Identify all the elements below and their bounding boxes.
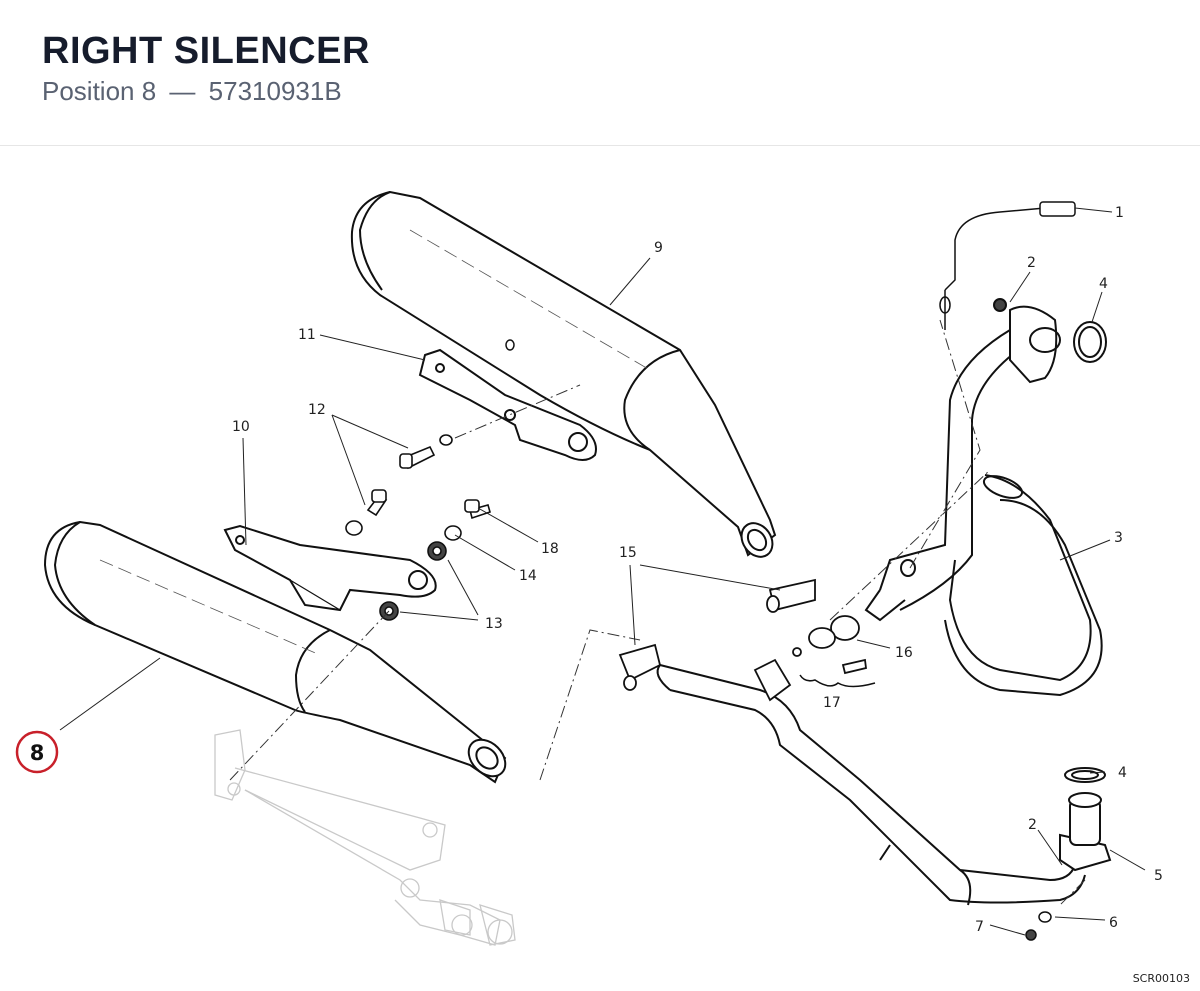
- right-silencer-drawing: [43, 520, 507, 784]
- callout-2-bottom: 2: [1028, 817, 1037, 833]
- callout-13: 13: [485, 616, 503, 632]
- highlighted-callout[interactable]: 8: [15, 730, 59, 774]
- left-silencer-drawing: [350, 190, 777, 558]
- callout-15: 15: [619, 545, 637, 561]
- part-subtitle: Position 8 — 57310931B: [42, 76, 342, 107]
- part-number: 57310931B: [208, 76, 342, 106]
- callout-4-top: 4: [1099, 276, 1108, 292]
- page-title: RIGHT SILENCER: [42, 30, 370, 72]
- bottom-fasteners: [1025, 911, 1052, 941]
- highlight-label: 8: [30, 741, 45, 765]
- callout-14: 14: [519, 568, 537, 584]
- page-header: RIGHT SILENCER Position 8 — 57310931B: [0, 0, 1200, 146]
- clamps: [618, 578, 876, 702]
- footrest-bracket-ghost: [214, 729, 516, 946]
- callout-6: 6: [1109, 915, 1118, 931]
- subtitle-separator: —: [169, 76, 196, 106]
- callout-3: 3: [1114, 530, 1123, 546]
- callout-18: 18: [541, 541, 559, 557]
- lambda-sensor: [939, 201, 1076, 330]
- callout-numbers: 1 2 4 9 11 12 10 3 18 15 14 13 16 17 4 2…: [232, 205, 1163, 935]
- callout-4-bottom: 4: [1118, 765, 1127, 781]
- callout-12: 12: [308, 402, 326, 418]
- silencer-bracket-11: [418, 348, 597, 461]
- callout-9: 9: [654, 240, 663, 256]
- callout-leaders: [59, 207, 1146, 936]
- callout-16: 16: [895, 645, 913, 661]
- callout-11: 11: [298, 327, 316, 343]
- callout-17: 17: [823, 695, 841, 711]
- highlight-ring: [15, 730, 59, 774]
- callout-1: 1: [1115, 205, 1124, 221]
- fasteners: [345, 434, 491, 621]
- callout-7: 7: [975, 919, 984, 935]
- silencer-bracket-10: [223, 524, 437, 612]
- reference-code: SCR00103: [1132, 972, 1190, 985]
- callout-10: 10: [232, 419, 250, 435]
- position-label: Position 8: [42, 76, 157, 106]
- assembly-lines: [229, 319, 1086, 906]
- callout-2-top: 2: [1027, 255, 1036, 271]
- callout-5: 5: [1154, 868, 1163, 884]
- exhaust-pipes: [656, 298, 1112, 906]
